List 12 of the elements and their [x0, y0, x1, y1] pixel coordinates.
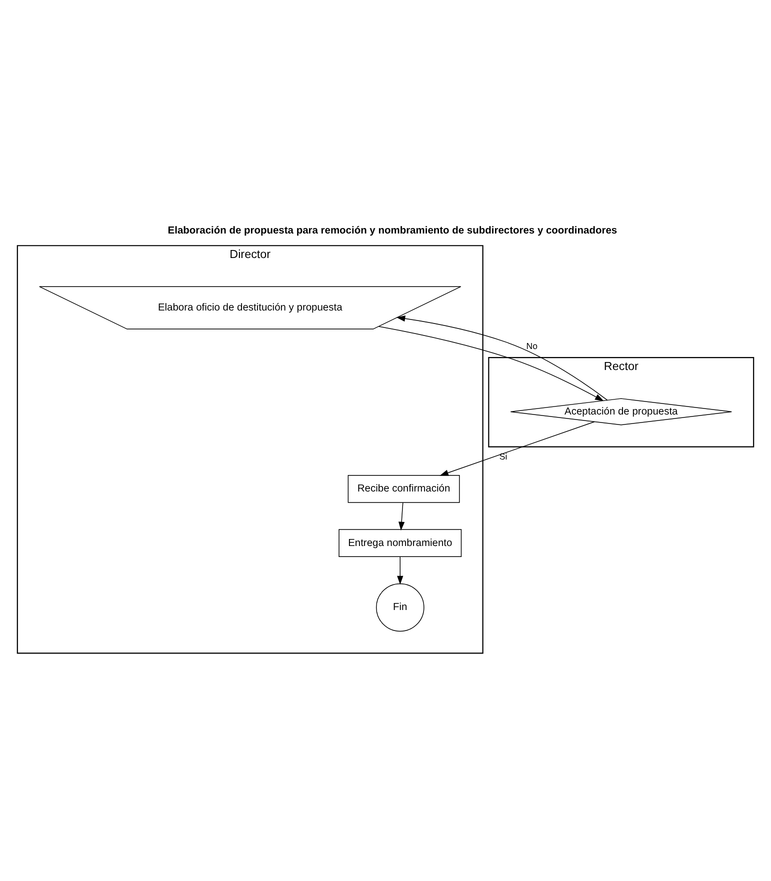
edge-label: Si	[499, 451, 508, 462]
arrow	[397, 556, 404, 584]
edge-label: No	[526, 340, 538, 351]
arrow	[378, 326, 604, 401]
arrow	[398, 502, 405, 530]
node-box: Entrega nombramiento	[338, 528, 462, 556]
arrow	[396, 315, 608, 400]
node-circle: Fin	[376, 582, 424, 632]
node-diamond: Aceptación de propuesta	[510, 398, 732, 425]
node-box: Recibe confirmación	[348, 474, 460, 502]
arrow	[440, 420, 595, 476]
diagram-title: Elaboración de propuesta para remoción y nombramiento de subdirectores y coordinadores	[168, 224, 618, 236]
